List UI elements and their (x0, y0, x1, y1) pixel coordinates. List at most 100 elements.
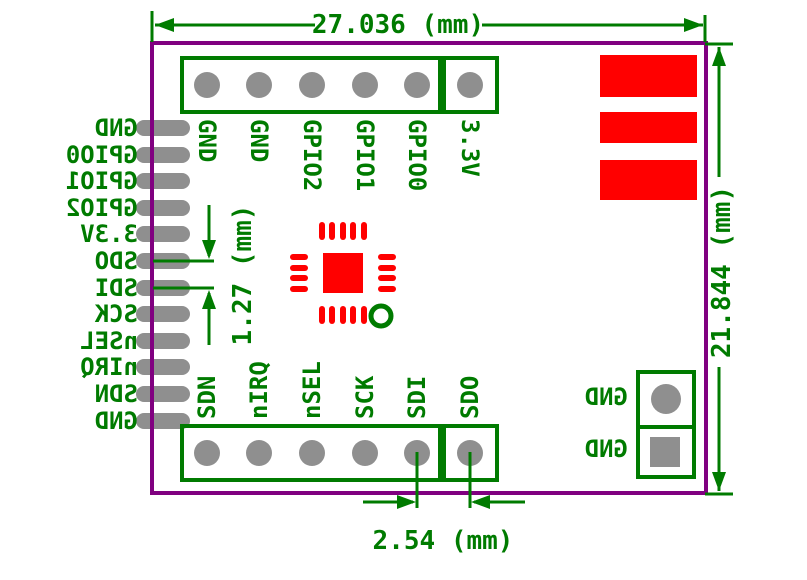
edge-pad (136, 173, 190, 189)
gnd-label: GND (585, 383, 628, 411)
header-pad (246, 440, 272, 466)
dimension-left-pitch: 1.27 (mm) (153, 205, 258, 346)
arrow-down-icon (712, 472, 726, 491)
qfn-pad (378, 275, 396, 281)
arrow-right-icon (397, 495, 416, 509)
board-outline (150, 41, 708, 495)
edge-pad (136, 306, 190, 322)
left-pad-label: nSEL (80, 327, 138, 355)
left-pad-label: 3.3V (80, 220, 138, 248)
paste-bar (600, 160, 697, 200)
arrow-left-icon (471, 495, 490, 509)
edge-pad (136, 147, 190, 163)
qfn-pad (329, 222, 335, 240)
qfn-pad (378, 254, 396, 260)
gnd-round-pad (651, 384, 681, 414)
qfn-footprint (290, 222, 396, 329)
left-pad-label: GND (95, 114, 138, 142)
top-pin-label: GPIO2 (298, 119, 326, 191)
arrow-left-icon (155, 18, 174, 32)
edge-pad (136, 226, 190, 242)
qfn-pad (290, 286, 308, 292)
top-pin-label: GPIO1 (351, 119, 379, 191)
edge-pad (136, 200, 190, 216)
qfn-pad (350, 306, 356, 324)
bottom-pin-label: SDO (456, 376, 484, 419)
arrow-right-icon (684, 18, 703, 32)
board-width-value: 27.036 (mm) (312, 10, 484, 40)
header-pad (404, 72, 430, 98)
left-pad-label: GPIO1 (66, 167, 138, 195)
qfn-pad (290, 265, 308, 271)
gnd-label: GND (585, 435, 628, 463)
header-pad (457, 72, 483, 98)
bottom-pin-label: SDI (403, 376, 431, 419)
edge-pad (136, 386, 190, 402)
qfn-pad (290, 275, 308, 281)
bottom-pitch-value: 2.54 (mm) (373, 526, 514, 556)
bottom-pin-label: nIRQ (245, 361, 273, 419)
header-pad (246, 72, 272, 98)
qfn-pad (319, 306, 325, 324)
left-pitch-value: 1.27 (mm) (228, 205, 258, 346)
left-edge-pads (136, 120, 190, 429)
top-pin-header: GND GND GPIO2 GPIO1 GPIO0 3.3V (180, 56, 499, 191)
qfn-pad (378, 286, 396, 292)
pin1-marker-ring (368, 303, 394, 329)
qfn-pad (340, 306, 346, 324)
qfn-pad (350, 222, 356, 240)
left-pad-label: SDN (95, 380, 138, 408)
dimension-board-width: 27.036 (mm) (150, 10, 707, 42)
header-pin1-box (442, 56, 499, 114)
left-pad-label: SCK (94, 300, 138, 328)
right-paste-bars (600, 55, 697, 200)
header-pad (194, 440, 220, 466)
left-edge-labels: GND GPIO0 GPIO1 GPIO2 3.3V SDO SDI SCK n… (66, 114, 138, 435)
ground-test-pads: GND GND (585, 370, 696, 479)
gnd-square-pad (650, 437, 680, 467)
qfn-pad (361, 222, 367, 240)
gnd-pad-box (636, 425, 696, 479)
top-pin-label: GPIO0 (403, 119, 431, 191)
edge-pad (136, 413, 190, 429)
header-pad (352, 440, 378, 466)
edge-pad (136, 359, 190, 375)
dimension-board-height: 21.844 (mm) (705, 42, 737, 496)
arrow-up-icon (202, 290, 216, 309)
arrow-down-icon (202, 240, 216, 259)
top-pin-label: 3.3V (456, 119, 484, 177)
arrow-up-icon (712, 47, 726, 66)
header-pad (299, 440, 325, 466)
bottom-pin-label: nSEL (298, 361, 326, 419)
edge-pad (136, 333, 190, 349)
header-box (180, 424, 442, 482)
qfn-pad (378, 265, 396, 271)
board-height-value: 21.844 (mm) (707, 186, 737, 358)
qfn-center-pad (323, 253, 363, 293)
left-pad-label: GPIO2 (66, 194, 138, 222)
qfn-pad (361, 306, 367, 324)
dimension-bottom-pitch: 2.54 (mm) (363, 452, 525, 556)
left-pad-label: SDO (95, 247, 138, 275)
header-box (180, 56, 442, 114)
left-pad-label: nIRQ (80, 353, 138, 381)
left-pad-label: GND (95, 407, 138, 435)
bottom-pin-label: SDN (193, 376, 221, 419)
top-pin-label: GND (245, 119, 273, 162)
top-pin-label: GND (193, 119, 221, 162)
qfn-pad (290, 254, 308, 260)
paste-bar (600, 55, 697, 97)
header-pad (299, 72, 325, 98)
qfn-pad (319, 222, 325, 240)
edge-pad (136, 120, 190, 136)
bottom-pin-header: SDN nIRQ nSEL SCK SDI SDO (180, 361, 499, 482)
paste-bar (600, 112, 697, 143)
header-pad (352, 72, 378, 98)
left-pad-label: SDI (95, 274, 138, 302)
qfn-pad (340, 222, 346, 240)
header-pad (194, 72, 220, 98)
bottom-pin-label: SCK (351, 375, 379, 419)
qfn-pad (329, 306, 335, 324)
